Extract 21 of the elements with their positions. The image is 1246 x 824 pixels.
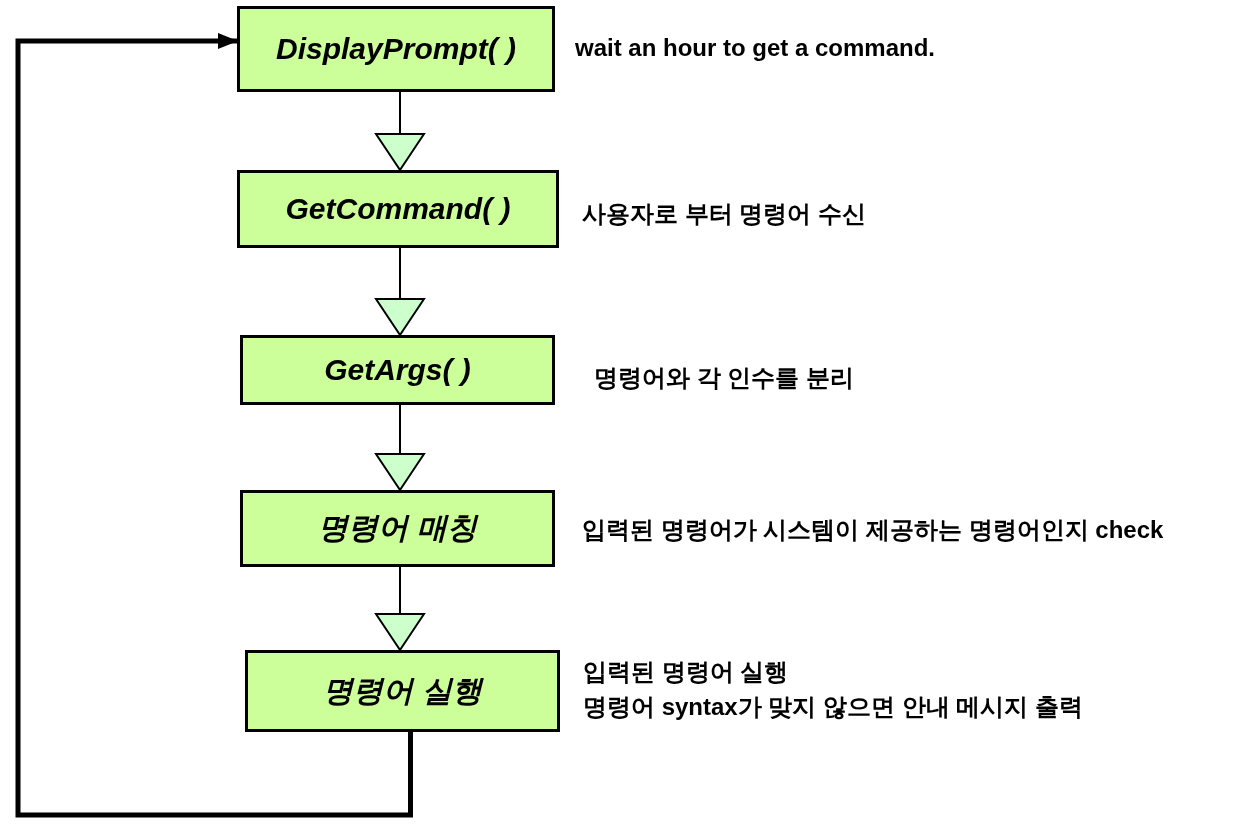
description-text: 입력된 명령어 실행 [583,657,790,687]
arrow [375,247,425,336]
description-text: wait an hour to get a command. [575,32,936,63]
process-box [245,650,560,732]
arrow [375,91,425,171]
description-text: 사용자로 부터 명령어 수신 [582,198,866,229]
loop-arrow [15,33,413,818]
process-box [237,6,555,92]
arrow [375,404,425,491]
function-name: 명령어 매칭 [317,510,480,546]
function-name: DisplayPrompt( ) [275,32,517,66]
process-box [240,490,555,567]
function-name: GetArgs( ) [323,353,472,387]
process-box [240,335,555,405]
function-name: GetCommand( ) [284,192,512,226]
process-box [237,170,559,248]
arrow [375,566,425,651]
description-text: 입력된 명령어가 시스템이 제공하는 명령어인지 check [582,514,1164,545]
description-text: 명령어와 각 인수를 분리 [594,362,854,393]
function-name: 명령어 실행 [322,672,485,709]
description-text: 명령어 syntax가 맞지 않으면 안내 메시지 출력 [583,691,1084,722]
